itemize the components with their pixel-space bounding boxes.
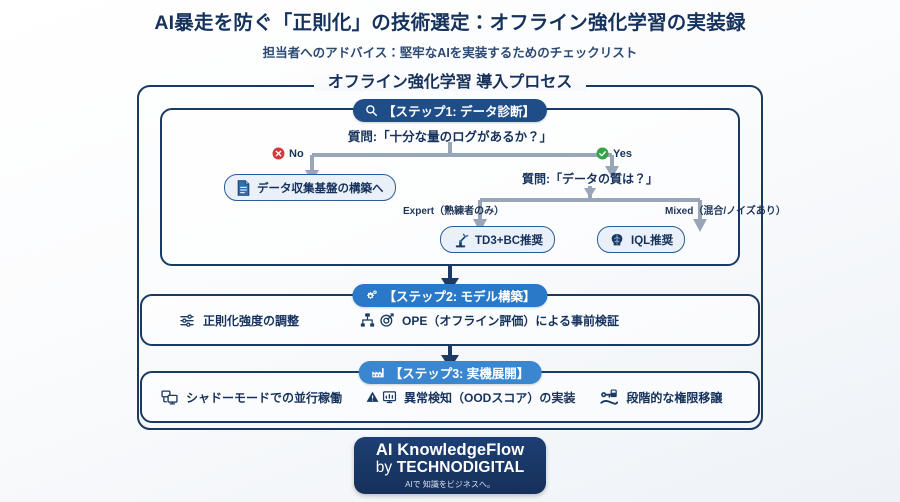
step1-question-1: 質問:「十分な量のログがあるか？」	[347, 130, 553, 144]
step1-badge: 【ステップ1: データ診断】	[352, 99, 548, 122]
step3-badge-label: 【ステップ3: 実機展開】	[389, 367, 530, 381]
step1-badge-label: 【ステップ1: データ診断】	[382, 105, 536, 119]
step2-item-0-label: 正則化強度の調整	[203, 313, 300, 328]
step2-items: 正則化強度の調整 OPE（オフライン評価）による事前検証	[140, 294, 760, 346]
brand-logo: AI KnowledgeFlow by TECHNODIGITAL AIで 知識…	[354, 437, 546, 494]
factory-icon	[372, 368, 384, 378]
step3-item-1-label: 異常検知（OODスコア）の実装	[404, 390, 576, 405]
step2-item-1[interactable]: OPE（オフライン評価）による事前検証	[359, 312, 619, 329]
key-handover-icon	[599, 388, 619, 406]
branch-no-label: No	[289, 147, 304, 160]
step3-item-1[interactable]: 異常検知（OODスコア）の実装	[366, 389, 575, 406]
step2-badge-label: 【ステップ2: モデル構築】	[383, 290, 536, 304]
displays-icon	[160, 389, 179, 406]
branch-yes-label: Yes	[613, 147, 632, 160]
brain-icon	[611, 233, 623, 245]
step3-item-0[interactable]: シャドーモードでの並行稼働	[160, 389, 342, 406]
step2-badge: 【ステップ2: モデル構築】	[352, 284, 548, 307]
warning-chart-icon	[366, 389, 397, 405]
check-circle-icon	[596, 147, 609, 160]
node-td3bc-label: TD3+BC推奨	[475, 234, 544, 247]
node-data-collection-label: データ収集基盤の構築へ	[257, 182, 384, 195]
brand-logo-line1: AI KnowledgeFlow	[375, 440, 525, 459]
node-iql[interactable]: IQL推奨	[597, 226, 686, 253]
branch-mixed-label: Mixed（混合/ノイズあり）	[665, 206, 786, 217]
step2-panel	[140, 294, 760, 346]
step3-item-0-label: シャドーモードでの並行稼働	[186, 390, 343, 405]
search-icon	[366, 105, 378, 117]
brand-logo-by: by	[375, 459, 397, 477]
branch-no: No	[272, 147, 304, 160]
page-subtitle: 担当者へのアドバイス：堅牢なAIを実装するためのチェックリスト	[262, 46, 638, 60]
step3-badge: 【ステップ3: 実機展開】	[358, 361, 542, 384]
node-td3bc[interactable]: TD3+BC推奨	[440, 226, 556, 253]
brand-logo-line2: by TECHNODIGITAL	[354, 459, 546, 476]
process-frame-legend: オフライン強化学習 導入プロセス	[0, 68, 900, 92]
node-data-collection[interactable]: データ収集基盤の構築へ	[224, 174, 396, 201]
sliders-icon	[178, 312, 196, 328]
brand-logo-tagline: AIで 知識をビジネスへ。	[405, 480, 495, 490]
sitemap-target-icon	[359, 312, 395, 328]
branch-expert-label: Expert（熟練者のみ）	[403, 206, 505, 217]
step1-question-2: 質問:「データの質は？」	[522, 172, 658, 186]
cross-circle-icon	[272, 147, 285, 160]
document-icon	[237, 179, 250, 196]
step3-item-2-label: 段階的な権限移譲	[626, 390, 723, 405]
robot-arm-icon	[455, 233, 469, 247]
gears-icon	[367, 290, 377, 299]
process-frame-legend-text: オフライン強化学習 導入プロセス	[313, 74, 587, 91]
step3-item-2[interactable]: 段階的な権限移譲	[599, 388, 723, 406]
step2-item-1-label: OPE（オフライン評価）による事前検証	[402, 313, 619, 328]
node-iql-label: IQL推奨	[631, 234, 674, 247]
page-title: AI暴走を防ぐ「正則化」の技術選定：オフライン強化学習の実装録	[154, 12, 746, 34]
brand-logo-company: TECHNODIGITAL	[396, 459, 525, 477]
step3-items: シャドーモードでの並行稼働 異常検知（OODスコア）の実装	[140, 371, 760, 423]
branch-yes: Yes	[596, 147, 632, 160]
step2-item-0[interactable]: 正則化強度の調整	[178, 312, 299, 329]
